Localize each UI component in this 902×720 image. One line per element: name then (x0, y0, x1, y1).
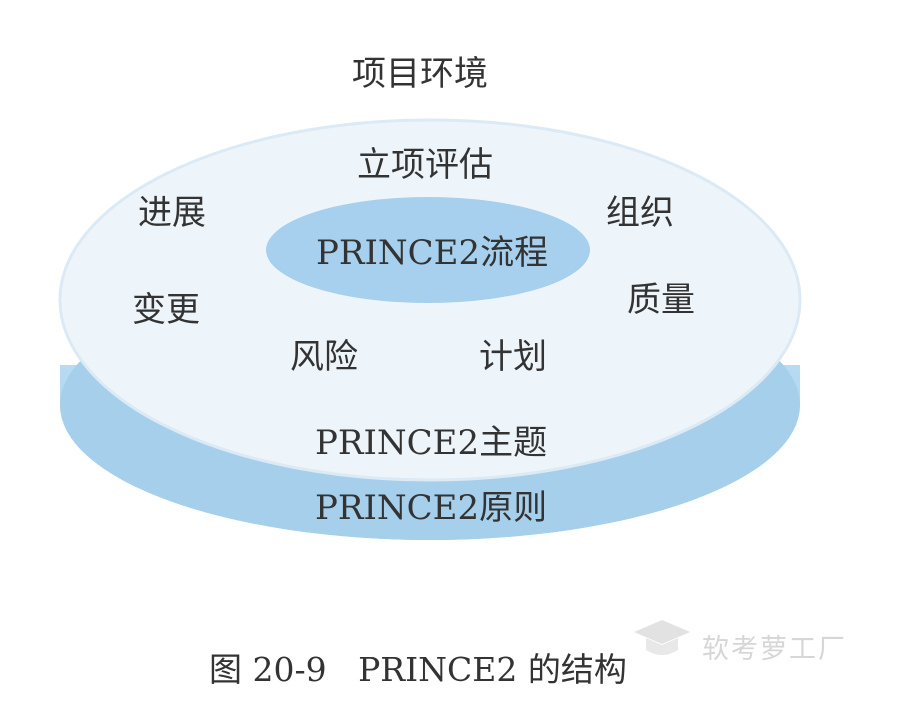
themes-layer-label: PRINCE2主题 (315, 423, 548, 463)
graduation-cap-icon (634, 620, 690, 655)
figure-caption: 图 20-9 PRINCE2 的结构 (209, 650, 627, 689)
theme-progress-label: 进展 (138, 193, 206, 233)
theme-business-case-label: 立项评估 (357, 145, 493, 185)
theme-risk-label: 风险 (290, 337, 358, 377)
theme-quality-label: 质量 (627, 280, 695, 320)
principles-layer-label: PRINCE2原则 (315, 488, 548, 528)
disk-top-rim (58, 118, 802, 482)
watermark-text: 软考萝工厂 (702, 634, 847, 665)
theme-plans-label: 计划 (479, 337, 547, 377)
processes-label: PRINCE2流程 (316, 233, 549, 273)
project-environment-label: 项目环境 (352, 54, 488, 94)
process-core-ellipse (266, 197, 590, 303)
theme-change-label: 变更 (132, 290, 200, 330)
theme-organization-label: 组织 (606, 193, 674, 233)
